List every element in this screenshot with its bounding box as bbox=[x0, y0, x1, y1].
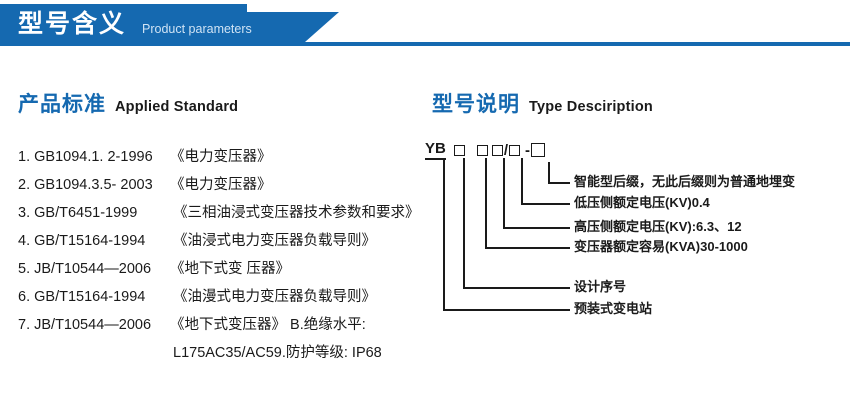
code-box-design-serial bbox=[453, 144, 465, 156]
section-heading-chinese: 型号说明 bbox=[432, 93, 520, 116]
section-heading-chinese: 产品标准 bbox=[18, 93, 106, 116]
callout-label-design-serial: 设计序号 bbox=[574, 279, 627, 294]
leader-line-vertical-hv-voltage bbox=[503, 158, 505, 228]
leader-line-horizontal-substation bbox=[443, 309, 570, 311]
callout-label-smart-suffix: 智能型后缀，无此后缀则为普通地埋变 bbox=[574, 174, 796, 189]
section-heading-applied-standard: 产品标准 Applied Standard bbox=[18, 88, 238, 118]
standard-name: 《电力变压器》 bbox=[170, 149, 272, 165]
standard-name: 《油漫式电力变压器负载导则》 bbox=[173, 289, 376, 305]
callout-label-capacity: 变压器额定容易(KVA)30-1000 bbox=[574, 239, 748, 254]
standard-code: 6. GB/T15164-1994 bbox=[18, 289, 146, 305]
section-heading-english: Applied Standard bbox=[115, 99, 239, 115]
type-code-string: YB / - bbox=[425, 140, 546, 160]
code-box-capacity-1 bbox=[476, 144, 488, 156]
standard-code: 7. JB/T10544—2006 bbox=[18, 317, 152, 333]
leader-line-horizontal-smart-suffix bbox=[548, 182, 570, 184]
list-item: 7. JB/T10544—2006 《地下式变压器》 B.绝缘水平: bbox=[18, 313, 430, 341]
banner-underline-rule bbox=[0, 42, 850, 46]
list-item: 1. GB1094.1. 2-1996 《电力变压器》 bbox=[18, 145, 430, 173]
leader-line-vertical-lv-voltage bbox=[521, 158, 523, 204]
leader-line-horizontal-design-serial bbox=[463, 287, 570, 289]
type-code-letters: YB bbox=[425, 140, 446, 160]
banner-tail-wedge bbox=[305, 12, 339, 42]
list-item: 6. GB/T15164-1994 《油漫式电力变压器负载导则》 bbox=[18, 285, 430, 313]
section-heading-english: Type Desciription bbox=[529, 99, 653, 115]
leader-line-horizontal-lv-voltage bbox=[521, 203, 570, 205]
leader-line-vertical-capacity bbox=[485, 158, 487, 248]
leader-line-vertical-smart-suffix bbox=[548, 162, 550, 183]
list-item: 2. GB1094.3.5- 2003 《电力变压器》 bbox=[18, 173, 430, 201]
code-box-capacity-2 bbox=[491, 144, 503, 156]
leader-line-horizontal-capacity bbox=[485, 247, 570, 249]
section-heading-type-description: 型号说明 Type Desciription bbox=[432, 88, 653, 118]
callout-label-lv-voltage: 低压侧额定电压(KV)0.4 bbox=[574, 195, 710, 210]
list-item: 3. GB/T6451-1999 《三相油浸式变压器技术参数和要求》 bbox=[18, 201, 430, 229]
banner-block bbox=[0, 4, 247, 42]
banner-title-chinese: 型号含义 bbox=[18, 10, 127, 38]
leader-line-vertical-substation bbox=[443, 158, 445, 310]
standard-code: 3. GB/T6451-1999 bbox=[18, 205, 138, 221]
standards-list: 1. GB1094.1. 2-1996 《电力变压器》 2. GB1094.3.… bbox=[18, 145, 430, 369]
standard-name: 《地下式变 压器》 bbox=[170, 261, 291, 277]
code-box-hv bbox=[509, 144, 521, 156]
callout-label-hv-voltage: 高压侧额定电压(KV):6.3、12 bbox=[574, 219, 742, 234]
banner-title-english: Product parameters bbox=[142, 22, 252, 36]
standard-code: 1. GB1094.1. 2-1996 bbox=[18, 149, 153, 165]
page-banner: 型号含义 Product parameters bbox=[0, 0, 850, 48]
code-box-smart-suffix bbox=[531, 143, 546, 157]
standard-code: 2. GB1094.3.5- 2003 bbox=[18, 177, 153, 193]
standard-name-continuation: L175AC35/AC59.防护等级: IP68 bbox=[173, 345, 382, 361]
code-slash: / bbox=[503, 141, 509, 159]
callout-label-substation: 预装式变电站 bbox=[574, 301, 653, 316]
list-item: 5. JB/T10544—2006 《地下式变 压器》 bbox=[18, 257, 430, 285]
standard-name: 《电力变压器》 bbox=[170, 177, 272, 193]
code-dash: - bbox=[525, 141, 531, 159]
standard-code: 5. JB/T10544—2006 bbox=[18, 261, 152, 277]
banner-step-block bbox=[247, 12, 305, 42]
type-code-diagram: YB / - 智能型后缀，无此后缀则为普通地埋变 低压侧额定电压(KV)0.4 … bbox=[425, 140, 845, 350]
standard-name: 《三相油浸式变压器技术参数和要求》 bbox=[173, 205, 420, 221]
standard-code: 4. GB/T15164-1994 bbox=[18, 233, 146, 249]
list-item: 4. GB/T15164-1994 《油浸式电力变压器负载导则》 bbox=[18, 229, 430, 257]
leader-line-horizontal-hv-voltage bbox=[503, 227, 570, 229]
standard-name: 《油浸式电力变压器负载导则》 bbox=[173, 233, 376, 249]
leader-line-vertical-design-serial bbox=[463, 158, 465, 288]
standard-name: 《地下式变压器》 B.绝缘水平: bbox=[170, 317, 366, 333]
